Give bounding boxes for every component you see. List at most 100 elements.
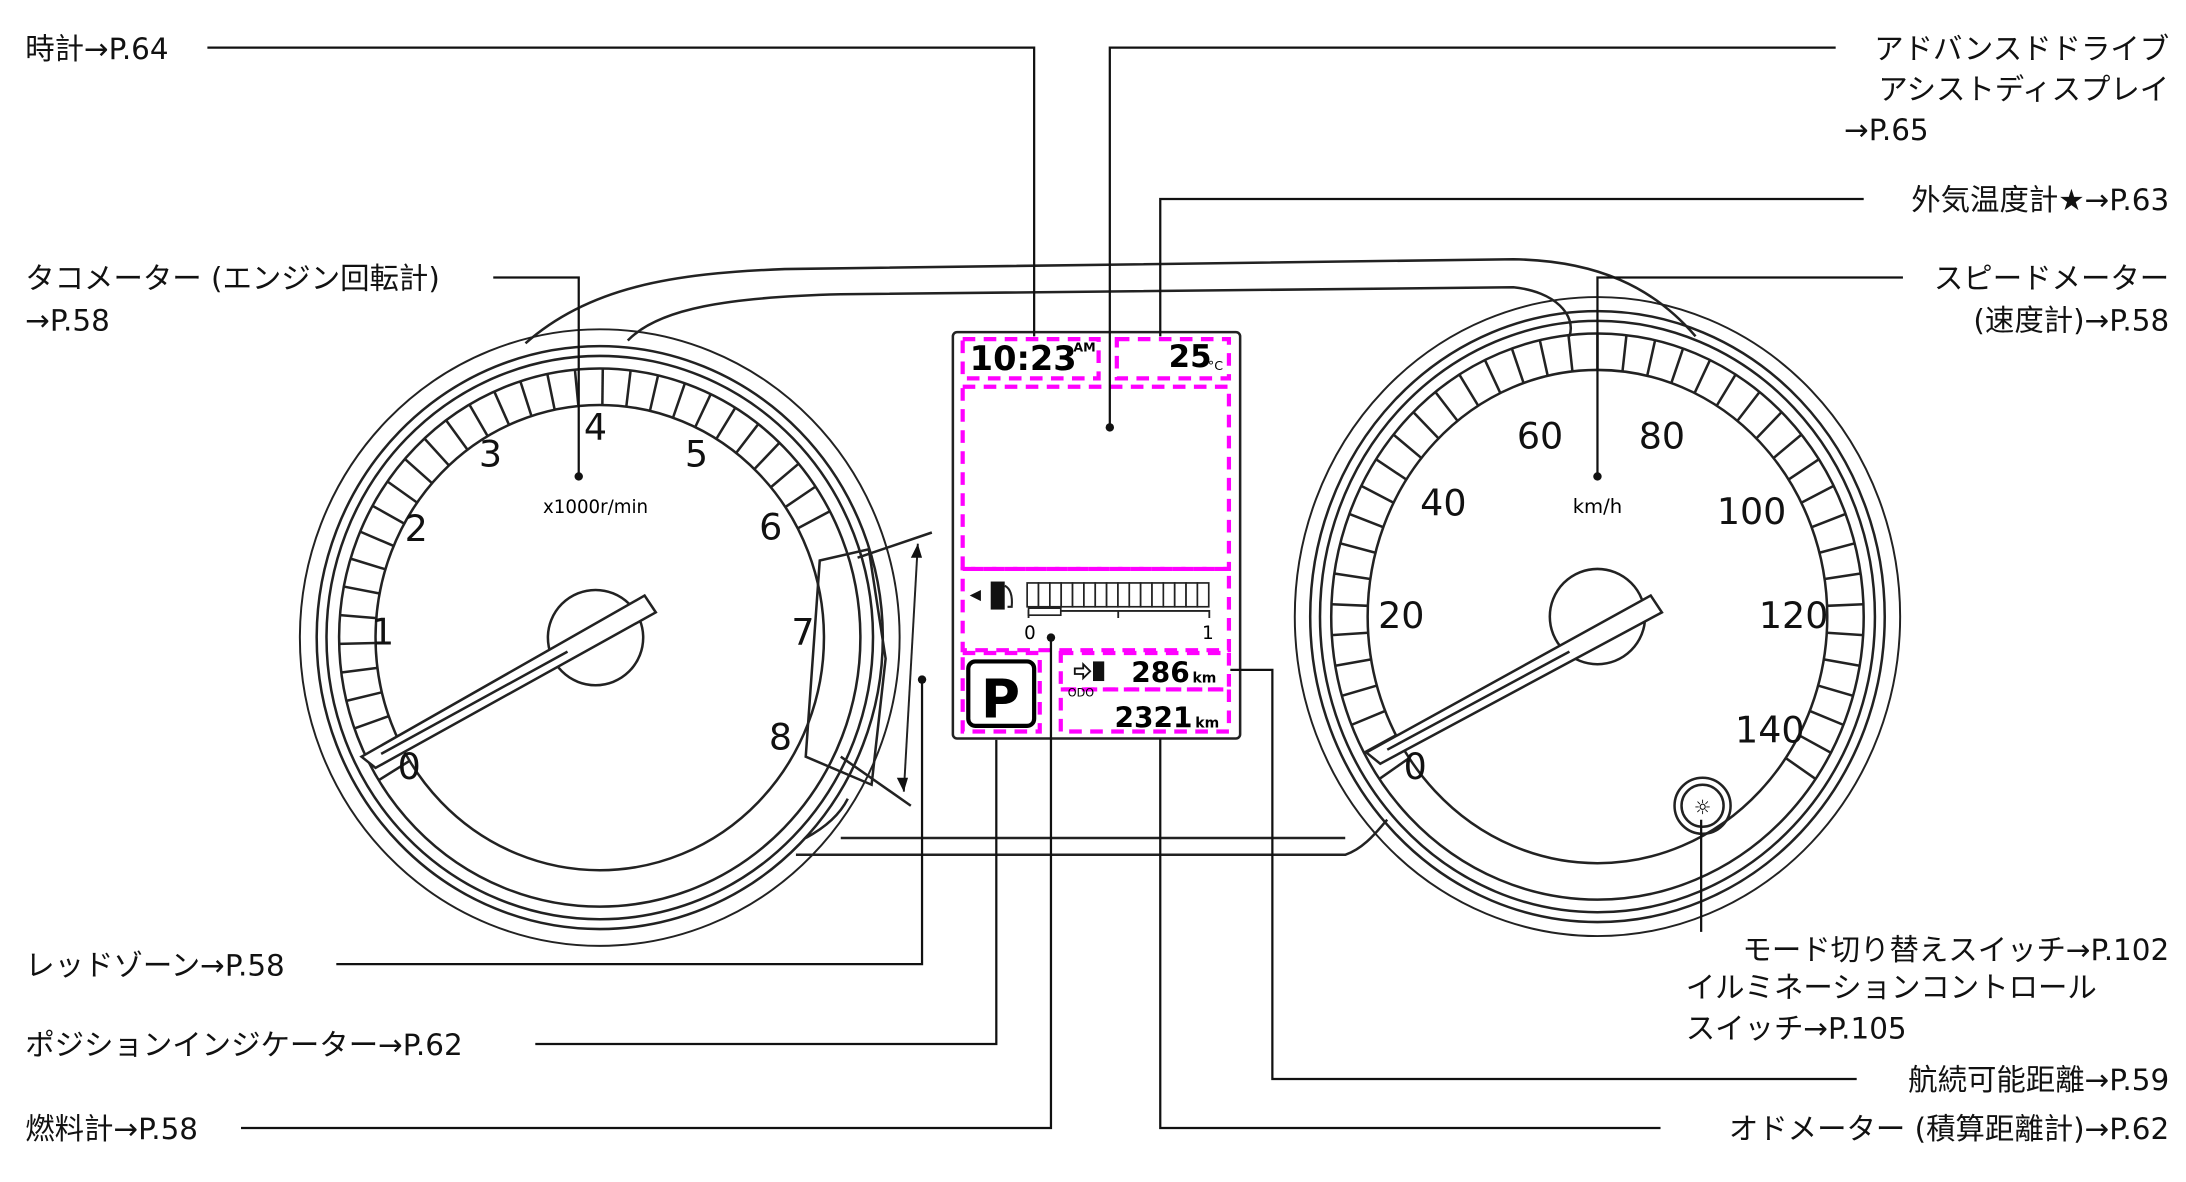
odometer-unit: km xyxy=(1195,715,1219,731)
fuel-bar-segment xyxy=(1048,582,1063,608)
fuel-bar-segment xyxy=(1173,582,1187,608)
range-fuel-icon xyxy=(1073,661,1105,682)
leader-lines xyxy=(207,46,1903,1130)
tick-segment xyxy=(359,530,395,548)
temp-area xyxy=(1114,337,1232,381)
tick-segment xyxy=(1817,684,1854,697)
fuel-bar-segment xyxy=(1105,582,1119,608)
tach-number-1: 1 xyxy=(371,611,394,654)
label-mode-1: モード切り替えスイッチ→P.102 xyxy=(1742,933,2169,967)
tick-segment xyxy=(784,485,817,509)
label-tach-1: タコメーター (エンジン回転計) xyxy=(25,262,440,296)
label-range: 航続可能距離→P.59 xyxy=(1908,1063,2169,1097)
tick-segment xyxy=(1341,684,1378,697)
tick-segment xyxy=(1392,433,1423,460)
tick-segment xyxy=(546,373,556,410)
illumination-icon: ☼ xyxy=(1694,796,1712,819)
tick-segment xyxy=(1483,359,1502,394)
fuel-bar-segment xyxy=(1060,582,1074,608)
tick-segment xyxy=(1378,756,1410,780)
tick-segment xyxy=(493,391,511,426)
label-red-zone: レッドゾーン→P.58 xyxy=(25,948,285,982)
label-odometer: オドメーター (積算距離計)→P.62 xyxy=(1729,1112,2169,1146)
tach-number-4: 4 xyxy=(584,406,607,449)
speed-number-20: 20 xyxy=(1378,594,1424,637)
temp-unit: °C xyxy=(1208,358,1223,373)
tick-segment xyxy=(519,380,533,417)
tick-segment xyxy=(341,666,378,674)
speed-number-40: 40 xyxy=(1420,482,1466,525)
tick-segment xyxy=(1824,572,1861,581)
tick-segment xyxy=(694,393,712,428)
tick-segment xyxy=(1351,709,1386,727)
fuel-bar-segment xyxy=(1026,582,1040,608)
speed-number-140: 140 xyxy=(1735,709,1805,752)
tick-segment xyxy=(1811,512,1847,529)
label-mode-2: イルミネーションコントロール xyxy=(1686,971,2097,1005)
tick-segment xyxy=(1715,373,1737,407)
tick-segment xyxy=(797,510,831,530)
tick-segment xyxy=(1736,391,1761,422)
fuel-bar-segment xyxy=(1162,582,1176,608)
tick-segment xyxy=(1375,458,1408,481)
speed-number-100: 100 xyxy=(1717,490,1787,533)
mode-switch-button[interactable]: ☼ xyxy=(1673,776,1732,836)
tick-segment xyxy=(1458,373,1480,407)
tick-segment xyxy=(1693,359,1712,394)
tach-tick-ring xyxy=(339,368,831,872)
red-zone-segment xyxy=(804,547,887,787)
clock-ampm: AM xyxy=(1073,340,1095,355)
clock-area xyxy=(960,337,1101,381)
tick-segment xyxy=(1755,411,1783,440)
tick-segment xyxy=(1334,572,1371,581)
odometer-value: 2321 xyxy=(1115,701,1193,734)
fuel-pump-icon xyxy=(990,581,1013,610)
odo-label: ODO xyxy=(1068,686,1094,699)
fuel-level-bars xyxy=(1026,582,1210,608)
tick-segment xyxy=(468,403,489,437)
tick-segment xyxy=(1621,335,1628,372)
tick-segment xyxy=(350,557,386,571)
tick-segment xyxy=(1331,602,1368,608)
tach-number-3: 3 xyxy=(479,433,502,476)
fuel-empty-label: 0 xyxy=(1024,623,1036,644)
tick-segment xyxy=(1360,484,1395,504)
tick-segment xyxy=(1335,658,1372,667)
tach-unit: x1000r/min xyxy=(543,497,648,518)
tach-number-7: 7 xyxy=(791,611,814,654)
tick-segment xyxy=(1798,734,1832,754)
label-outside-temp: 外気温度計★→P.63 xyxy=(1911,183,2169,217)
tick-segment xyxy=(1819,542,1855,554)
odo-area xyxy=(1058,687,1232,734)
tick-segment xyxy=(346,691,383,703)
tick-segment xyxy=(1826,631,1864,637)
tick-segment xyxy=(1412,411,1440,440)
fuel-bar-segment xyxy=(1139,582,1153,608)
fuel-bar-segment xyxy=(1117,582,1131,608)
tick-segment xyxy=(378,759,411,782)
tick-segment xyxy=(735,423,760,454)
tick-segment xyxy=(404,458,433,485)
gear-box xyxy=(966,659,1037,728)
fuel-full-label: 1 xyxy=(1202,623,1214,644)
label-clock: 時計→P.64 xyxy=(25,32,168,66)
speed-number-60: 60 xyxy=(1517,414,1563,457)
tick-segment xyxy=(1538,339,1549,377)
tick-segment xyxy=(753,441,781,471)
label-position-indicator: ポジションインジケーター→P.62 xyxy=(25,1028,462,1062)
label-adas-2: アシストディスプレイ xyxy=(1878,73,2169,107)
label-fuel-gauge: 燃料計→P.58 xyxy=(25,1112,198,1146)
label-speedo-1: スピードメーター xyxy=(1934,262,2169,296)
clock-time: 10:23 xyxy=(970,339,1077,378)
tick-segment xyxy=(1670,348,1685,384)
tick-segment xyxy=(1567,335,1574,372)
fuel-bar-segment xyxy=(1128,582,1142,608)
tick-segment xyxy=(625,370,632,407)
tachometer: 1 2 3 4 5 6 7 8 x1000r/min 0 xyxy=(298,328,933,947)
tick-segment xyxy=(1645,339,1657,377)
tick-segment xyxy=(423,437,450,467)
label-mode-3: スイッチ→P.105 xyxy=(1686,1011,1907,1045)
tick-segment xyxy=(1823,658,1860,667)
tick-segment xyxy=(371,504,405,525)
callout-labels: 時計→P.64 アドバンスドドライブ アシストディスプレイ →P.65 外気温度… xyxy=(25,32,2169,1146)
